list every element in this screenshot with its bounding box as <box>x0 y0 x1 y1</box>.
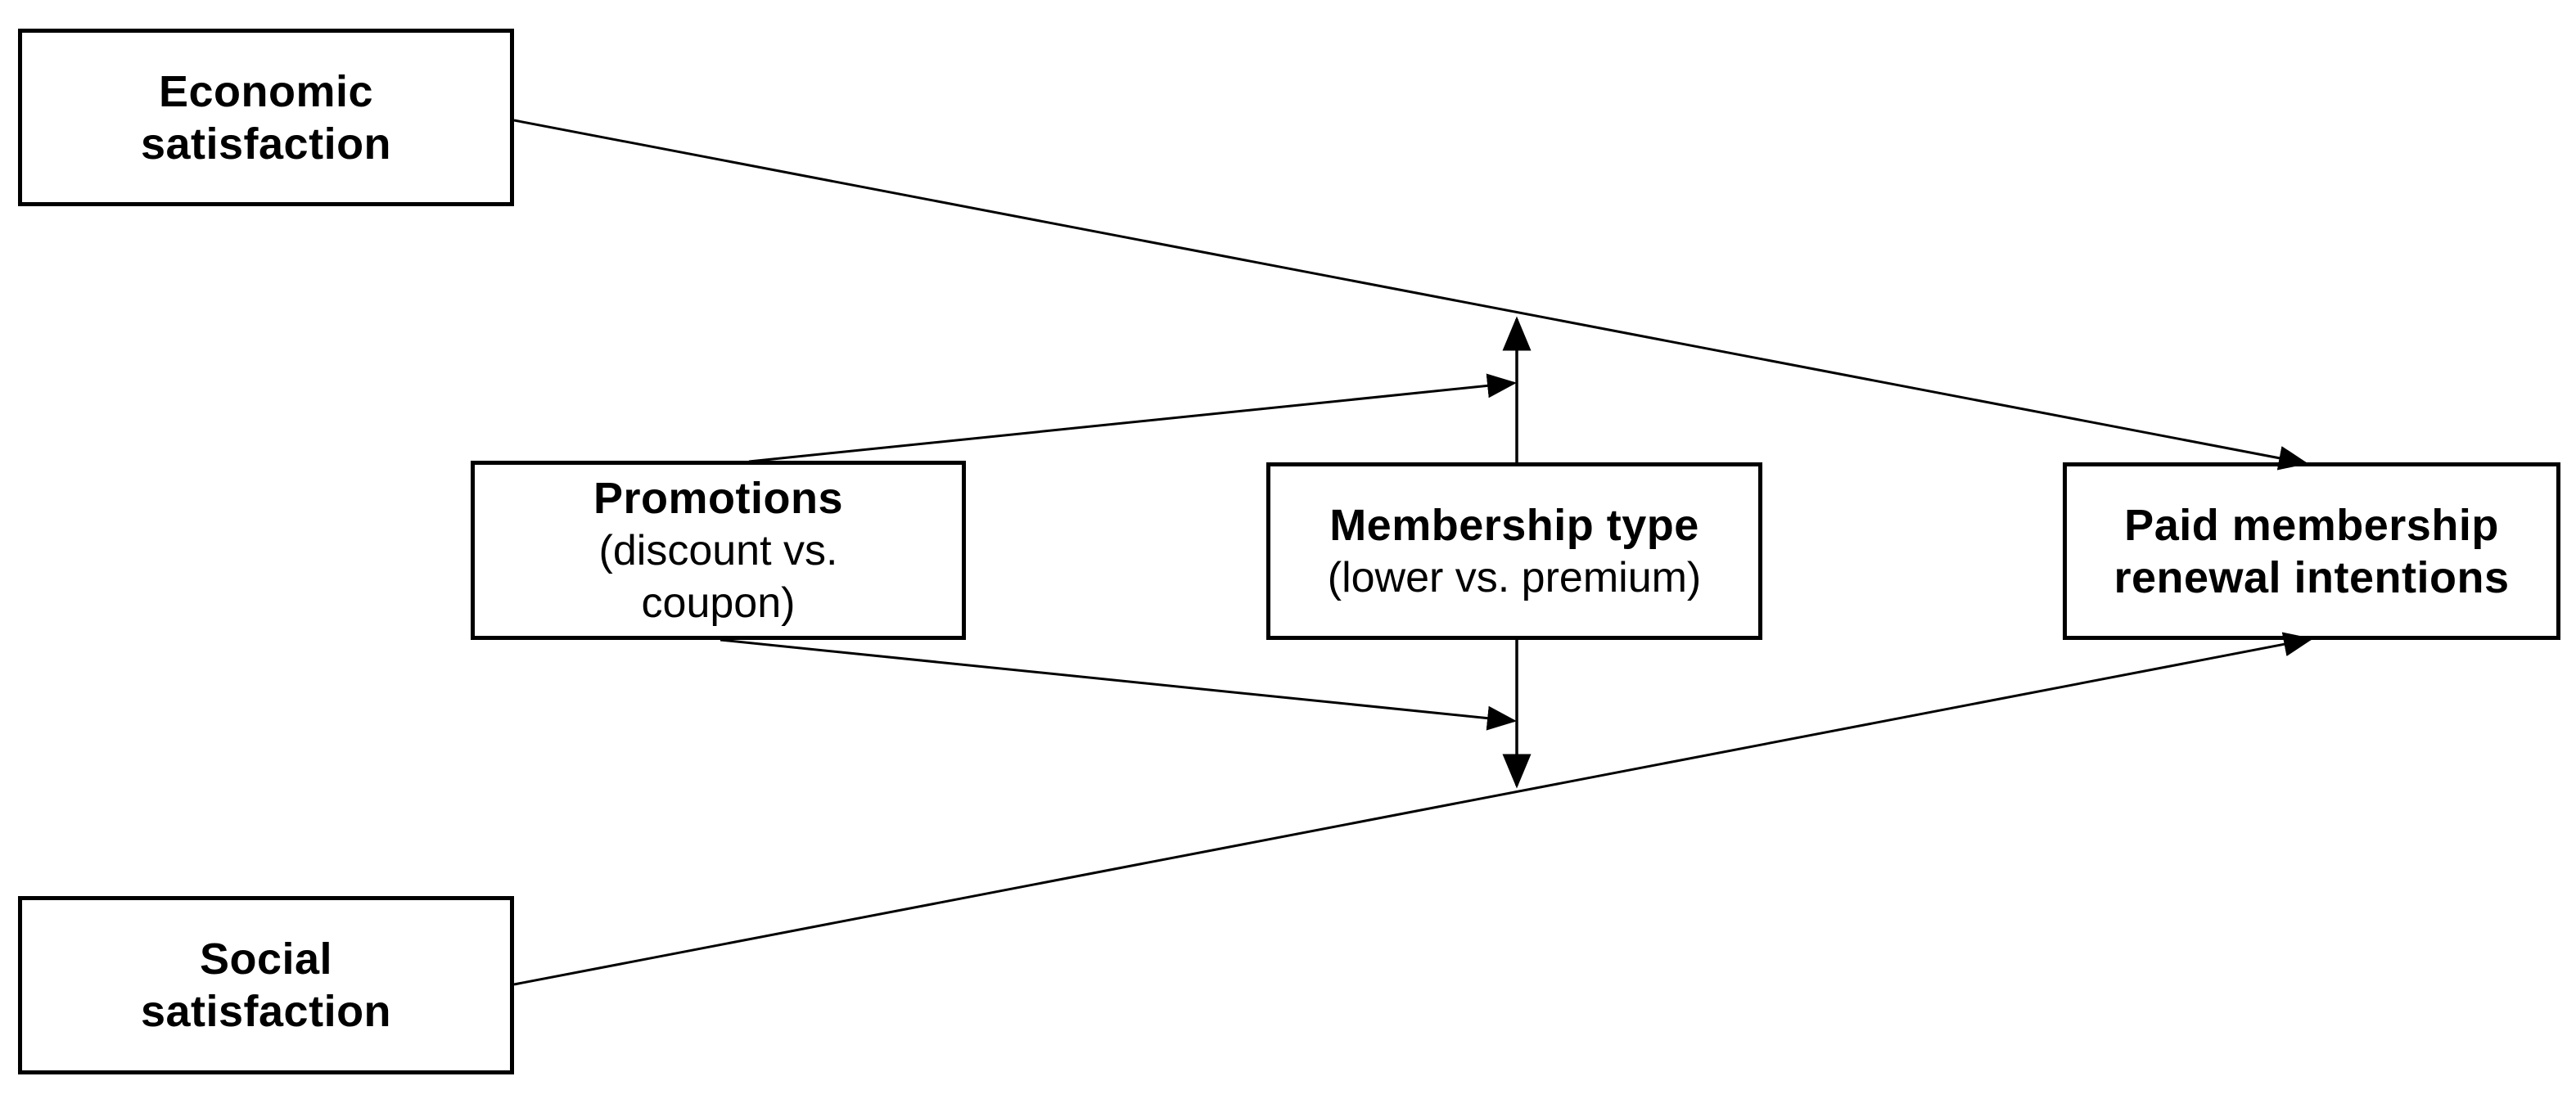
node-membership-type: Membership type (lower vs. premium) <box>1266 462 1762 640</box>
node-social-satisfaction: Social satisfaction <box>18 896 514 1074</box>
edge-promotions-to-up-arrow <box>748 373 1517 463</box>
edge-social-to-paid <box>513 632 2313 986</box>
node-promotions-subtitle-line1: (discount vs. <box>598 526 838 574</box>
node-promotions: Promotions (discount vs. coupon) <box>471 461 966 640</box>
node-promotions-title: Promotions <box>593 473 843 523</box>
node-social-label-line1: Social <box>199 935 333 984</box>
node-membership-title: Membership type <box>1329 500 1699 550</box>
node-paid-label-line2: renewal intentions <box>2114 552 2510 602</box>
edge-promotions-to-down-arrow <box>720 638 1517 731</box>
node-economic-satisfaction: Economic satisfaction <box>18 29 514 206</box>
node-promotions-subtitle-line2: coupon) <box>641 579 796 627</box>
edge-economic-to-paid <box>513 119 2308 471</box>
node-economic-label-line2: satisfaction <box>140 119 392 169</box>
node-paid-label-line1: Paid membership <box>2124 500 2499 550</box>
node-social-label-line2: satisfaction <box>140 987 392 1036</box>
node-economic-label-line1: Economic <box>158 66 374 116</box>
node-membership-subtitle: (lower vs. premium) <box>1327 553 1702 601</box>
node-paid-membership-renewal-intentions: Paid membership renewal intentions <box>2063 462 2560 640</box>
